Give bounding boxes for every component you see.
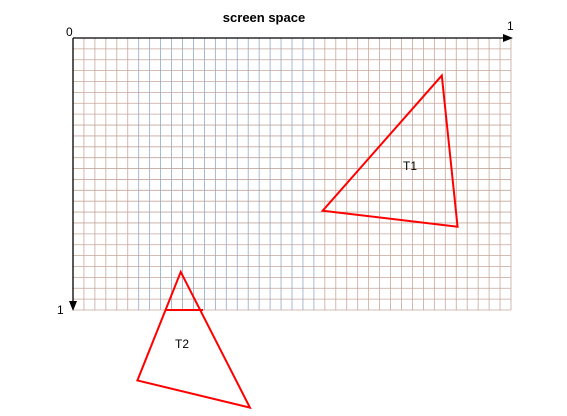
triangle-t2-label: T2 [175, 337, 189, 351]
grid [73, 38, 512, 311]
x-axis-arrowhead [503, 34, 513, 42]
x-axis [73, 34, 513, 42]
y-axis [69, 38, 77, 311]
x-axis-end-label: 1 [507, 19, 514, 33]
triangle-t2: T2 [136, 269, 252, 410]
triangle-t1: T1 [320, 73, 459, 228]
y-axis-end-label: 1 [57, 303, 64, 317]
triangle-t2-outline [136, 269, 252, 410]
y-axis-arrowhead [69, 301, 77, 311]
diagram-title: screen space [223, 10, 305, 25]
triangle-t1-label: T1 [403, 159, 417, 173]
origin-label: 0 [66, 25, 73, 39]
triangle-t1-outline [320, 73, 459, 228]
